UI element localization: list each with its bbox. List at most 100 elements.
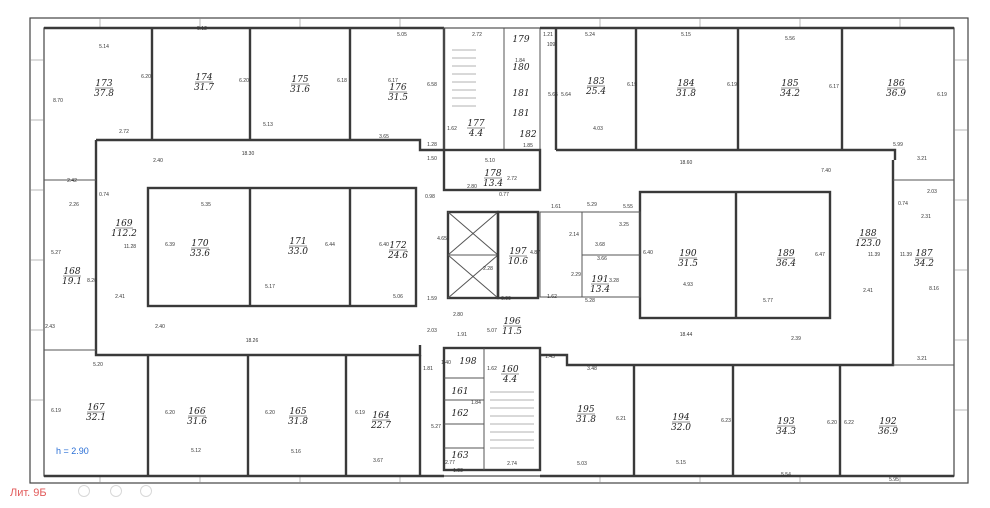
dimension-label: 1.84 xyxy=(471,400,481,406)
room-number: 163 xyxy=(451,451,468,461)
dimension-label: 3.65 xyxy=(379,134,389,140)
dimension-label: 5.55 xyxy=(623,204,633,210)
room-area: 34.3 xyxy=(776,427,796,437)
dimension-label: 1.62 xyxy=(547,294,557,300)
dimension-label: 6.20 xyxy=(165,410,175,416)
dimension-label: 4.93 xyxy=(683,282,693,288)
room-area: 19.1 xyxy=(62,277,82,287)
dimension-label: 8.70 xyxy=(53,98,63,104)
dimension-label: 2.72 xyxy=(472,32,482,38)
room-number: 186 xyxy=(887,79,904,89)
dimension-label: 1.85 xyxy=(523,143,533,149)
dimension-label: 4.03 xyxy=(593,126,603,132)
dimension-label: 109 xyxy=(547,42,556,48)
room-number: 198 xyxy=(459,357,476,367)
dimension-label: 6.44 xyxy=(325,242,335,248)
dimension-label: 6.17 xyxy=(829,84,839,90)
room-area: 33.0 xyxy=(288,247,308,257)
room-area: 31.8 xyxy=(676,89,696,99)
dimension-label: 5.27 xyxy=(51,250,61,256)
room-number: 174 xyxy=(195,73,212,83)
eye-icon[interactable] xyxy=(78,485,90,497)
room-number: 178 xyxy=(484,169,501,179)
dimension-label: 8.16 xyxy=(929,286,939,292)
dimension-label: 2.80 xyxy=(467,184,477,190)
dimension-label: 3.67 xyxy=(373,458,383,464)
dimension-label: 6.17 xyxy=(388,78,398,84)
room-area: 34.2 xyxy=(914,259,934,269)
dimension-label: 0.77 xyxy=(499,192,509,198)
zoom-icon[interactable] xyxy=(110,485,122,497)
dimension-label: 8.20 xyxy=(87,278,97,284)
room-number: 181 xyxy=(512,109,529,119)
dimension-label: 2.40 xyxy=(155,324,165,330)
dimension-label: 6.19 xyxy=(627,82,637,88)
room-number: 195 xyxy=(577,405,594,415)
dimension-label: 5.16 xyxy=(291,449,301,455)
room-area: 36.4 xyxy=(776,259,796,269)
dimension-label: 2.80 xyxy=(453,312,463,318)
dimension-label: 18.44 xyxy=(680,332,693,338)
dimension-label: 2.31 xyxy=(921,214,931,220)
dimension-label: 18.60 xyxy=(680,160,693,166)
dimension-label: 5.17 xyxy=(265,284,275,290)
room-number: 169 xyxy=(115,219,132,229)
outer-wall xyxy=(29,17,969,484)
room-number: 164 xyxy=(372,411,389,421)
dimension-label: 1.21 xyxy=(543,32,553,38)
dimension-label: 2.03 xyxy=(427,328,437,334)
room-area: 32.0 xyxy=(671,423,691,433)
room-area: 31.5 xyxy=(388,93,408,103)
dimension-label: 0.99 xyxy=(501,296,511,302)
room-number: 187 xyxy=(915,249,932,259)
dimension-label: 2.28 xyxy=(483,266,493,272)
dimension-label: 5.20 xyxy=(93,362,103,368)
dimension-label: 6.39 xyxy=(165,242,175,248)
dimension-label: 2.43 xyxy=(45,324,55,330)
lit-label: Лит. 9Б xyxy=(10,487,47,499)
dimension-label: 1.61 xyxy=(551,204,561,210)
dimension-label: 6.20 xyxy=(141,74,151,80)
dimension-label: 6.20 xyxy=(265,410,275,416)
room-number: 167 xyxy=(87,403,104,413)
dimension-label: 3.25 xyxy=(619,222,629,228)
dimension-label: 2.03 xyxy=(927,189,937,195)
dimension-label: 5.64 xyxy=(561,92,571,98)
dimension-label: 5.06 xyxy=(393,294,403,300)
room-area: 13.4 xyxy=(590,285,610,295)
room-number: 194 xyxy=(672,413,689,423)
dimension-label: 1.50 xyxy=(427,156,437,162)
dimension-label: 6.19 xyxy=(937,92,947,98)
room-number: 193 xyxy=(777,417,794,427)
room-number: 171 xyxy=(289,237,306,247)
dimension-label: 5.12 xyxy=(191,448,201,454)
room-number: 188 xyxy=(859,229,876,239)
dimension-label: 1.59 xyxy=(427,296,437,302)
dimension-label: 6.47 xyxy=(815,252,825,258)
room-number: 161 xyxy=(451,387,468,397)
dimension-label: 5.15 xyxy=(676,460,686,466)
room-number: 184 xyxy=(677,79,694,89)
dimension-label: 6.19 xyxy=(727,82,737,88)
room-area: 24.6 xyxy=(387,251,408,261)
room-number: 173 xyxy=(95,79,112,89)
dimension-label: 5.29 xyxy=(587,202,597,208)
room-area: 25.4 xyxy=(585,87,606,97)
dimension-label: 4.65 xyxy=(437,236,447,242)
room-number: 196 xyxy=(503,317,520,327)
walls-right-wing xyxy=(540,160,954,367)
settings-icon[interactable] xyxy=(140,485,152,497)
room-area: 13.4 xyxy=(483,179,503,189)
room-number: 177 xyxy=(467,119,484,129)
dimension-label: 5.95 xyxy=(889,477,899,483)
room-area: 36.9 xyxy=(886,89,906,99)
height-label: h = 2.90 xyxy=(56,446,89,456)
room-area: 31.8 xyxy=(288,417,308,427)
dimension-label: 5.24 xyxy=(585,32,595,38)
dimension-label: 1.62 xyxy=(447,126,457,132)
dimension-label: 0.74 xyxy=(99,192,109,198)
dimension-label: 18.30 xyxy=(242,151,255,157)
dimension-label: 0.98 xyxy=(425,194,435,200)
